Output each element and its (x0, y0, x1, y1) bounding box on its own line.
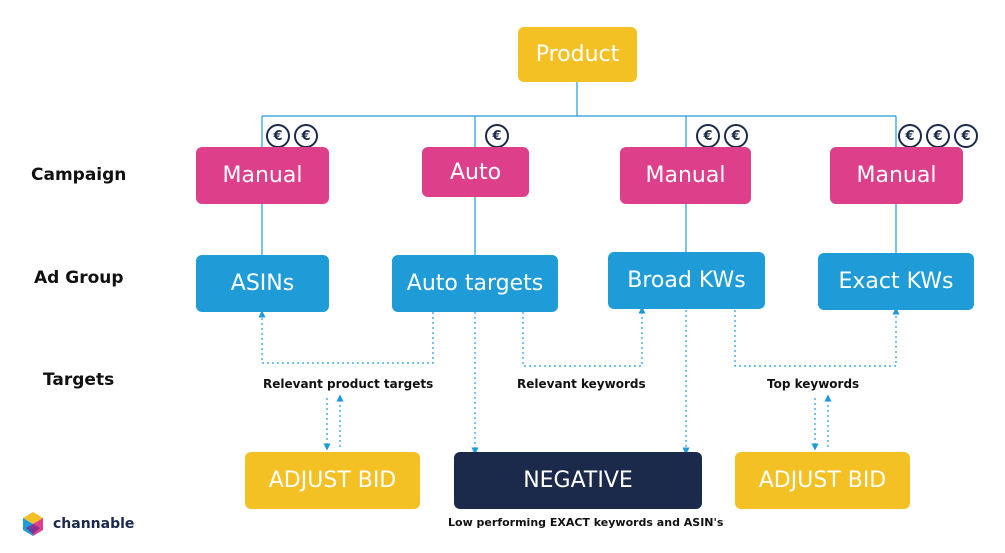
note-negative: Low performing EXACT keywords and ASIN's (448, 516, 724, 529)
flow-product-targets (258, 310, 434, 364)
campaign-manual-1: Manual (196, 147, 329, 204)
row-label-targets: Targets (43, 370, 115, 390)
brand-name: channable (53, 516, 135, 532)
campaign-manual-3: Manual (830, 147, 963, 204)
euro-icon: € (696, 124, 720, 148)
channable-logo-icon (23, 512, 43, 536)
note-relevant-keywords: Relevant keywords (517, 377, 646, 391)
adgroup-asins: ASINs (196, 255, 329, 312)
note-top-keywords: Top keywords (767, 377, 860, 391)
row-label-ad-group: Ad Group (34, 268, 124, 288)
adgroup-auto-targets: Auto targets (392, 255, 558, 312)
adgroup-exact-kws: Exact KWs (818, 253, 974, 310)
flow-top-keywords (734, 307, 900, 367)
euro-icon: € (724, 124, 748, 148)
euro-icon: € (926, 124, 950, 148)
campaign-manual-2: Manual (620, 147, 751, 204)
flow-relevant-keywords (522, 306, 646, 367)
adgroup-broad-kws: Broad KWs (608, 252, 765, 309)
adjust-bid-left: ADJUST BID (245, 452, 420, 509)
campaign-auto: Auto (422, 147, 529, 197)
euro-icon: € (898, 124, 922, 148)
adjust-bid-right: ADJUST BID (735, 452, 910, 509)
euro-icon: € (954, 124, 978, 148)
row-label-campaign: Campaign (31, 165, 127, 185)
product-node: Product (518, 27, 637, 82)
euro-icon: € (485, 124, 509, 148)
negative-node: NEGATIVE (454, 452, 702, 509)
euro-icon: € (266, 124, 290, 148)
euro-icon: € (294, 124, 318, 148)
note-relevant-product-targets: Relevant product targets (263, 377, 434, 391)
